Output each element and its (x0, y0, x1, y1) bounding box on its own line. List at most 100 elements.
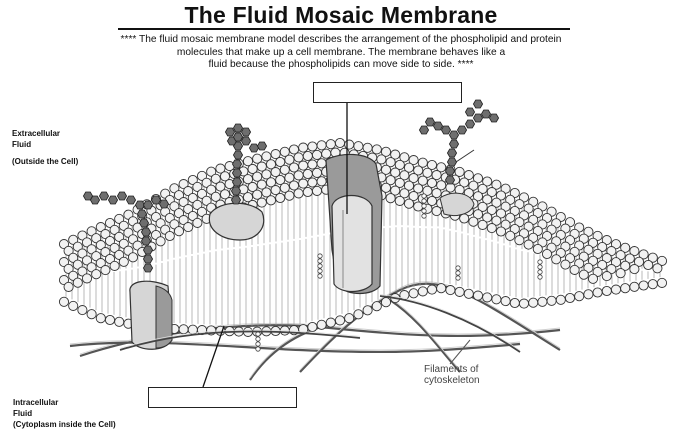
phospholipid-head-icon (395, 196, 404, 205)
intracellular-label-line-3: (Cytoplasm inside the Cell) (13, 419, 116, 430)
phospholipid-head-icon (556, 295, 565, 304)
phospholipid-head-icon (529, 298, 538, 307)
glycoprotein-chain-icon (159, 200, 168, 208)
cholesterol-icon (256, 342, 260, 346)
phospholipid-head-icon (308, 322, 317, 331)
phospholipid-head-icon (630, 265, 639, 274)
glycoprotein-chain-icon (233, 133, 242, 141)
cholesterol-icon (256, 347, 260, 351)
phospholipid-head-icon (165, 231, 174, 240)
phospholipid-head-icon (593, 288, 602, 297)
intracellular-label-line-1: Intracellular (13, 397, 116, 408)
phospholipid-head-icon (492, 295, 501, 304)
phospholipid-head-icon (519, 299, 528, 308)
glycoprotein-chain-icon (457, 126, 466, 134)
phospholipid-head-icon (460, 214, 469, 223)
phospholipid-head-icon (64, 282, 73, 291)
phospholipid-head-icon (469, 217, 478, 226)
phospholipid-head-icon (312, 150, 321, 159)
phospholipid-head-icon (308, 178, 317, 187)
phospholipid-head-icon (303, 151, 312, 160)
answer-box-top[interactable] (313, 82, 462, 103)
phospholipid-head-icon (478, 220, 487, 229)
filaments-label: Filaments of cytoskeleton (424, 364, 480, 386)
phospholipid-head-icon (437, 284, 446, 293)
phospholipid-head-icon (524, 240, 533, 249)
phospholipid-head-icon (276, 193, 285, 202)
glycoprotein-chain-icon (445, 176, 454, 184)
phospholipid-head-icon (322, 149, 331, 158)
phospholipid-head-icon (487, 224, 496, 233)
phospholipid-head-icon (303, 187, 312, 196)
intracellular-label: Intracellular Fluid (Cytoplasm inside th… (13, 397, 116, 430)
cholesterol-icon (456, 266, 460, 270)
phospholipid-head-icon (105, 315, 114, 324)
pointer-line-filaments (450, 340, 470, 364)
phospholipid-head-icon (115, 317, 124, 326)
phospholipid-head-icon (335, 316, 344, 325)
answer-box-bottom[interactable] (148, 387, 297, 408)
cholesterol-icon (318, 259, 322, 263)
peripheral-protein (209, 203, 263, 240)
phospholipid-head-icon (299, 143, 308, 152)
phospholipid-head-icon (653, 264, 662, 273)
phospholipid-head-icon (335, 138, 344, 147)
glycoprotein-chain-icon (232, 160, 241, 168)
cholesterol-icon (318, 274, 322, 278)
glycoprotein-chain-icon (249, 144, 258, 152)
phospholipid-head-icon (193, 218, 202, 227)
glycoprotein-chain-icon (99, 192, 108, 200)
cholesterol-icon (538, 265, 542, 269)
glycoprotein-chain-icon (108, 196, 117, 204)
glycoprotein-chain-icon (473, 100, 482, 108)
phospholipid-head-icon (538, 297, 547, 306)
phospholipid-head-icon (510, 298, 519, 307)
phospholipid-head-icon (644, 260, 653, 269)
phospholipid-head-icon (630, 282, 639, 291)
glycoprotein-chain-icon (143, 201, 152, 209)
glycoprotein-chain-icon (233, 151, 242, 159)
phospholipid-head-icon (602, 286, 611, 295)
cholesterol-icon (538, 260, 542, 264)
filaments-label-line-1: Filaments of (424, 364, 480, 375)
phospholipid-head-icon (101, 266, 110, 275)
glycoprotein-chain-icon (425, 118, 434, 126)
phospholipid-head-icon (317, 177, 326, 186)
phospholipid-head-icon (386, 194, 395, 203)
phospholipid-head-icon (616, 269, 625, 278)
phospholipid-head-icon (266, 196, 275, 205)
glycoprotein-chain-icon (139, 219, 148, 227)
phospholipid-head-icon (506, 231, 515, 240)
phospholipid-head-icon (312, 186, 321, 195)
glycoprotein-chain-icon (141, 237, 150, 245)
intracellular-label-line-2: Fluid (13, 408, 116, 419)
glycoprotein-chain-icon (241, 137, 250, 145)
cholesterol-icon (256, 332, 260, 336)
phospholipid-head-icon (59, 297, 68, 306)
phospholipid-head-icon (418, 287, 427, 296)
phospholipid-head-icon (547, 296, 556, 305)
phospholipid-head-icon (179, 325, 188, 334)
phospholipid-head-icon (257, 198, 266, 207)
phospholipid-head-icon (584, 290, 593, 299)
pointer-line-right (456, 150, 474, 162)
phospholipid-head-icon (404, 199, 413, 208)
glycoprotein-chain-icon (447, 149, 456, 157)
glycoprotein-chain-icon (83, 192, 92, 200)
phospholipid-head-icon (96, 314, 105, 323)
glycoprotein-chain-icon (232, 169, 241, 177)
glycoprotein-chain-icon (449, 131, 458, 139)
phospholipid-head-icon (533, 244, 542, 253)
phospholipid-head-icon (317, 141, 326, 150)
phospholipid-head-icon (565, 293, 574, 302)
glycoprotein-chain-icon (433, 122, 442, 130)
phospholipid-head-icon (570, 265, 579, 274)
phospholipid-head-icon (73, 278, 82, 287)
phospholipid-head-icon (657, 278, 666, 287)
glycoprotein-chain-icon (441, 126, 450, 134)
integral-protein (332, 196, 372, 292)
extracellular-label-line-1: Extracellular (12, 128, 78, 139)
glycoprotein-chain-icon (143, 255, 152, 263)
phospholipid-head-icon (409, 289, 418, 298)
cholesterol-icon (422, 214, 426, 218)
